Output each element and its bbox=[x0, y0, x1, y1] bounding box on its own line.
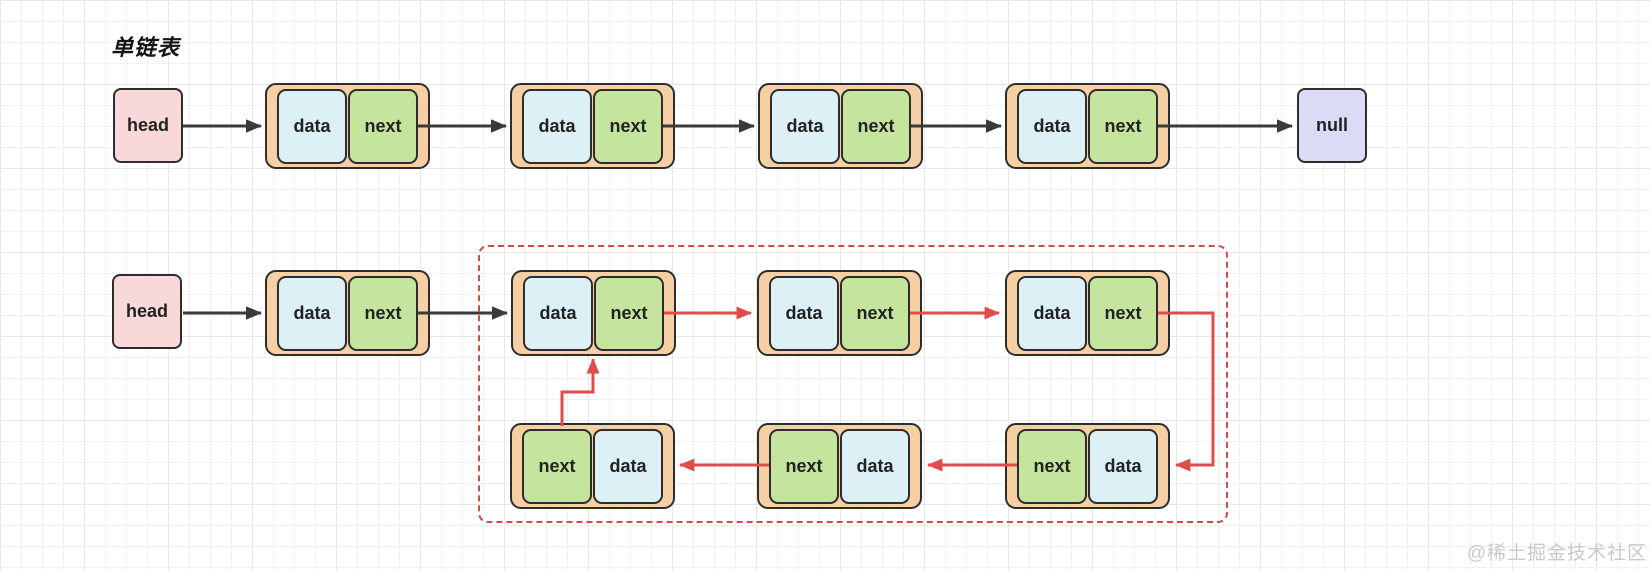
next-cell: next bbox=[769, 428, 839, 504]
list-node-reversed: next data bbox=[757, 423, 922, 509]
list-node: data next bbox=[265, 83, 430, 169]
next-cell: next bbox=[348, 88, 418, 164]
data-cell: data bbox=[522, 88, 592, 164]
data-cell: data bbox=[277, 275, 347, 351]
diagram-title: 单链表 bbox=[111, 35, 181, 60]
watermark: @稀土掘金技术社区 bbox=[1466, 543, 1647, 564]
list-node: data next bbox=[265, 270, 430, 356]
data-cell: data bbox=[1017, 88, 1087, 164]
next-cell: next bbox=[593, 88, 663, 164]
list-node: data next bbox=[510, 83, 675, 169]
null-box: null bbox=[1297, 88, 1367, 163]
head-box: head bbox=[112, 274, 182, 349]
next-cell: next bbox=[522, 428, 592, 504]
next-cell: next bbox=[594, 275, 664, 351]
list-node: data next bbox=[1005, 83, 1170, 169]
data-cell: data bbox=[1017, 275, 1087, 351]
null-label: null bbox=[1316, 115, 1348, 135]
data-cell: data bbox=[1088, 428, 1158, 504]
next-cell: next bbox=[1088, 88, 1158, 164]
next-cell: next bbox=[348, 275, 418, 351]
head-box: head bbox=[113, 88, 183, 163]
list-node: data next bbox=[757, 270, 922, 356]
list-node-reversed: next data bbox=[1005, 423, 1170, 509]
data-cell: data bbox=[523, 275, 593, 351]
next-cell: next bbox=[1088, 275, 1158, 351]
data-cell: data bbox=[840, 428, 910, 504]
next-cell: next bbox=[840, 275, 910, 351]
next-cell: next bbox=[841, 88, 911, 164]
next-cell: next bbox=[1017, 428, 1087, 504]
data-cell: data bbox=[769, 275, 839, 351]
list-node: data next bbox=[1005, 270, 1170, 356]
data-cell: data bbox=[277, 88, 347, 164]
data-cell: data bbox=[593, 428, 663, 504]
head-label: head bbox=[126, 115, 169, 135]
list-node: data next bbox=[758, 83, 923, 169]
list-node: data next bbox=[511, 270, 676, 356]
head-label: head bbox=[125, 301, 168, 321]
reversal-dashed-region bbox=[478, 245, 1228, 523]
data-cell: data bbox=[770, 88, 840, 164]
list-node-reversed: next data bbox=[510, 423, 675, 509]
